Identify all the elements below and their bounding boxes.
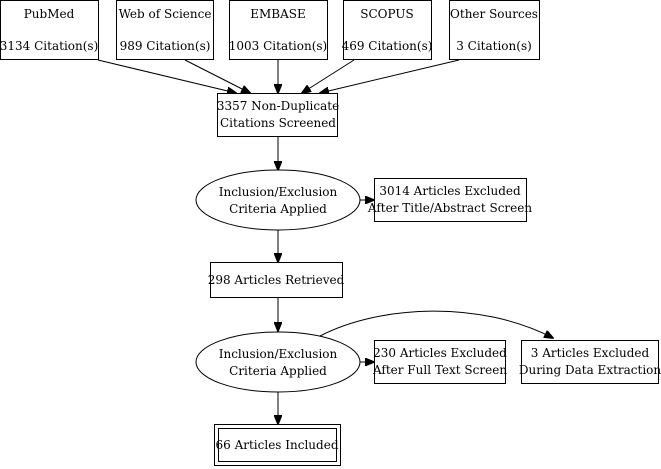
excluded-line1: 3014 Articles Excluded — [379, 184, 521, 198]
source-name: Other Sources — [450, 7, 538, 21]
source-box — [449, 0, 540, 60]
edges — [97, 59, 553, 424]
excluded-line1: 3 Articles Excluded — [531, 346, 650, 360]
source-count: 989 Citation(s) — [120, 39, 211, 53]
source-name: SCOPUS — [360, 7, 413, 21]
source-scopus: SCOPUS 469 Citation(s) — [342, 0, 433, 60]
edge-criteria2-to-excluded3 — [319, 310, 553, 338]
node-excluded-data-extraction: 3 Articles Excluded During Data Extracti… — [519, 340, 661, 384]
source-box — [229, 0, 328, 60]
excluded-box — [374, 340, 506, 384]
included-label: 66 Articles Included — [216, 438, 339, 452]
screened-line1: 3357 Non-Duplicate — [217, 99, 339, 113]
source-count: 3134 Citation(s) — [0, 39, 98, 53]
excluded-box — [521, 340, 659, 384]
excluded-line1: 230 Articles Excluded — [373, 346, 507, 360]
retrieved-box — [210, 262, 343, 298]
excluded-box — [374, 178, 527, 222]
node-criteria-2: Inclusion/Exclusion Criteria Applied — [195, 331, 361, 393]
node-screened: 3357 Non-Duplicate Citations Screened — [217, 93, 339, 137]
source-web-of-science: Web of Science 989 Citation(s) — [116, 0, 214, 60]
criteria-line2: Criteria Applied — [229, 364, 327, 378]
criteria-line1: Inclusion/Exclusion — [219, 347, 338, 361]
source-count: 1003 Citation(s) — [229, 39, 327, 53]
excluded-line2: During Data Extraction — [519, 363, 661, 377]
source-box — [0, 0, 99, 60]
source-box — [116, 0, 214, 60]
source-box — [343, 0, 432, 60]
screened-line2: Citations Screened — [220, 116, 336, 130]
criteria-ellipse — [195, 169, 361, 231]
edge-pubmed-to-screened — [97, 59, 236, 93]
edge-scopus-to-screened — [302, 59, 355, 93]
node-included: 66 Articles Included — [214, 424, 341, 466]
node-retrieved: 298 Articles Retrieved — [208, 262, 345, 298]
source-name: EMBASE — [250, 7, 306, 21]
source-name: PubMed — [24, 7, 75, 21]
included-inner-box — [218, 428, 337, 462]
criteria-line2: Criteria Applied — [229, 202, 327, 216]
criteria-line1: Inclusion/Exclusion — [219, 185, 338, 199]
edge-other-to-screened — [320, 59, 460, 93]
excluded-line2: After Title/Abstract Screen — [367, 201, 532, 215]
screened-box — [217, 93, 338, 137]
edge-wos-to-screened — [184, 59, 250, 93]
retrieved-label: 298 Articles Retrieved — [208, 273, 345, 287]
source-other: Other Sources 3 Citation(s) — [449, 0, 540, 60]
source-count: 469 Citation(s) — [342, 39, 433, 53]
source-count: 3 Citation(s) — [456, 39, 532, 53]
node-criteria-1: Inclusion/Exclusion Criteria Applied — [195, 169, 361, 231]
source-pubmed: PubMed 3134 Citation(s) — [0, 0, 99, 60]
excluded-line2: After Full Text Screen — [372, 363, 507, 377]
node-excluded-full-text: 230 Articles Excluded After Full Text Sc… — [372, 340, 507, 384]
source-embase: EMBASE 1003 Citation(s) — [229, 0, 328, 60]
node-excluded-title-abstract: 3014 Articles Excluded After Title/Abstr… — [367, 178, 532, 222]
criteria-ellipse — [195, 331, 361, 393]
source-name: Web of Science — [119, 7, 212, 21]
